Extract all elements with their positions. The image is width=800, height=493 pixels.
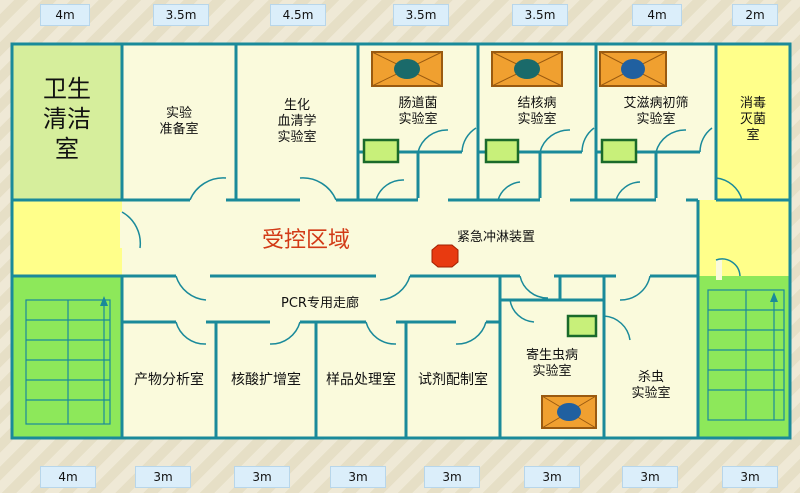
floor-base (12, 44, 790, 438)
bottom-dim-1: 4m (40, 466, 96, 488)
biosafety-cabinet-icon-2 (491, 51, 563, 87)
top-dim-4: 3.5m (393, 4, 449, 26)
emergency-shower-label: 紧急冲淋装置 (456, 230, 535, 245)
room-parasite: 寄生虫病 实验室 (525, 348, 578, 379)
clean-room-fill (12, 44, 122, 200)
top-dim-7: 2m (732, 4, 778, 26)
room-tb: 结核病 实验室 (517, 96, 557, 127)
bottom-dim-3: 3m (234, 466, 290, 488)
staircase-icon-right (707, 289, 785, 421)
outer-wall (10, 42, 792, 440)
bottom-dim-8: 3m (722, 466, 778, 488)
room-sample-processing: 样品处理室 (326, 372, 396, 388)
right-buffer-fill (698, 200, 790, 276)
bottom-dim-2: 3m (135, 466, 191, 488)
biosafety-cabinet-icon (371, 51, 443, 87)
bottom-dim-7: 3m (622, 466, 678, 488)
room-sterilize: 消毒 灭菌 室 (739, 96, 766, 143)
top-dim-3: 4.5m (270, 4, 326, 26)
pcr-corridor-label: PCR专用走廊 (281, 296, 359, 311)
room-reagent-prep: 试剂配制室 (418, 372, 488, 388)
room-insect: 杀虫 实验室 (631, 370, 671, 401)
emergency-shower-icon (431, 244, 459, 268)
top-dim-1: 4m (40, 4, 90, 26)
left-buffer-fill (12, 200, 122, 276)
top-dim-5: 3.5m (512, 4, 568, 26)
door-swing-icon (121, 127, 743, 345)
bottom-dim-5: 3m (424, 466, 480, 488)
room-aids: 艾滋病初筛 实验室 (623, 96, 689, 127)
sterilize-room-fill (716, 44, 790, 200)
biosafety-cabinet-icon-3 (599, 51, 667, 87)
top-dim-6: 4m (632, 4, 682, 26)
right-stair-fill (698, 276, 790, 438)
pass-box-icon (362, 138, 638, 338)
room-clean: 卫生 清洁 室 (43, 75, 91, 163)
room-product-analysis: 产物分析室 (134, 372, 204, 388)
room-enteric: 肠道菌 实验室 (398, 96, 438, 127)
biosafety-cabinet-icon-4 (541, 395, 597, 429)
room-amplification: 核酸扩增室 (231, 372, 301, 388)
room-prep: 实验 准备室 (159, 106, 199, 137)
staircase-icon (25, 299, 111, 425)
room-biochem: 生化 血清学 实验室 (277, 98, 317, 145)
top-dim-2: 3.5m (153, 4, 209, 26)
bottom-dim-6: 3m (524, 466, 580, 488)
bottom-dim-4: 3m (330, 466, 386, 488)
controlled-zone-label: 受控区域 (262, 228, 351, 253)
